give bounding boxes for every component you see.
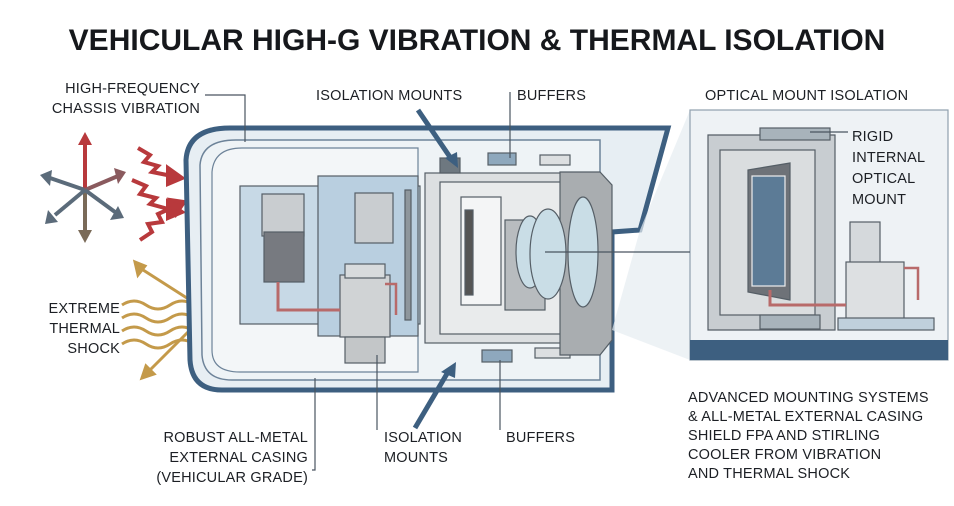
label-casing-2: EXTERNAL CASING: [169, 450, 308, 466]
label-isolation-mounts-bottom-1: ISOLATION: [384, 430, 462, 446]
label-buffers-top: BUFFERS: [517, 88, 586, 104]
label-inset-title: OPTICAL MOUNT ISOLATION: [705, 88, 908, 104]
label-rigid-4: MOUNT: [852, 192, 906, 208]
stirling-cooler-assembly: [239, 175, 421, 364]
label-rigid-2: INTERNAL: [852, 150, 925, 166]
label-rigid-3: OPTICAL: [852, 171, 915, 187]
label-thermal-2: THERMAL: [49, 321, 120, 337]
label-casing-1: ROBUST ALL-METAL: [164, 430, 308, 446]
inset-projection: [612, 110, 690, 360]
label-isolation-mounts-bottom-2: MOUNTS: [384, 450, 448, 466]
inset-optical-mount: [689, 109, 949, 361]
label-vibration-2: CHASSIS VIBRATION: [52, 101, 200, 117]
label-buffers-bottom: BUFFERS: [506, 430, 575, 446]
thermal-waves-icon: [121, 259, 195, 381]
summary-line-3: SHIELD FPA AND STIRLING: [688, 428, 880, 444]
summary-line-2: & ALL-METAL EXTERNAL CASING: [688, 409, 923, 425]
summary-line-4: COOLER FROM VIBRATION: [688, 447, 881, 463]
label-rigid-1: RIGID: [852, 129, 893, 145]
vibration-zigzag-icon: [131, 146, 188, 242]
label-thermal-3: SHOCK: [67, 341, 120, 357]
diagram-title: VEHICULAR HIGH-G VIBRATION & THERMAL ISO…: [69, 24, 886, 57]
summary-line-1: ADVANCED MOUNTING SYSTEMS: [688, 390, 929, 406]
label-isolation-mounts-top: ISOLATION MOUNTS: [316, 88, 462, 104]
optical-mount-assembly: [424, 152, 613, 363]
label-vibration-1: HIGH-FREQUENCY: [65, 81, 200, 97]
leader-lines: [205, 92, 848, 471]
vibration-vectors-icon: [40, 132, 126, 243]
label-casing-3: (VEHICULAR GRADE): [156, 470, 308, 486]
summary-line-5: AND THERMAL SHOCK: [688, 466, 850, 482]
label-thermal-1: EXTREME: [49, 301, 121, 317]
